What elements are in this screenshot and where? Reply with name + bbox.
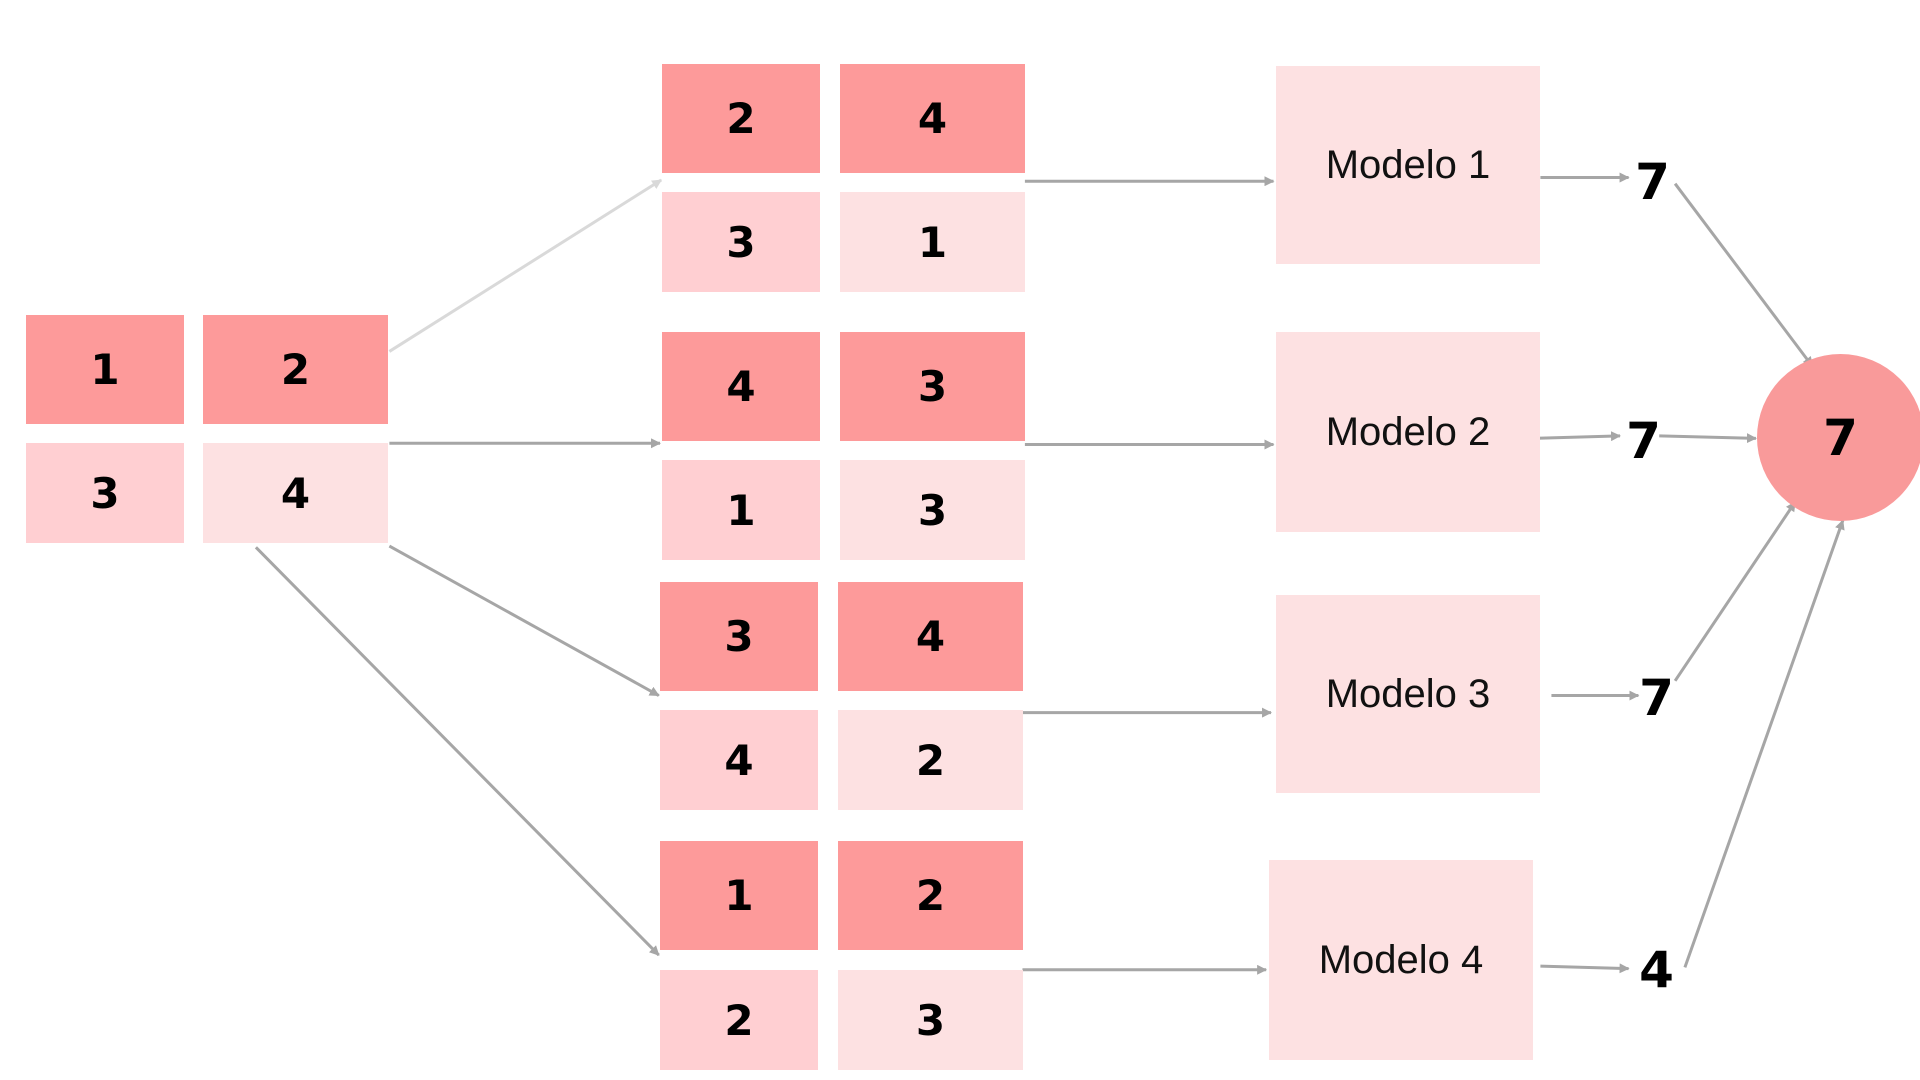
sample-1-cell-3: 3 xyxy=(662,192,820,292)
sample-3-cell-2: 4 xyxy=(838,582,1023,691)
model-1-prediction: 7 xyxy=(1635,152,1670,211)
final-prediction: 7 xyxy=(1757,354,1920,521)
sample-3-cell-4: 2 xyxy=(838,710,1023,810)
sample-4-cell-1: 1 xyxy=(660,841,818,950)
source-cell-1: 1 xyxy=(26,315,184,424)
arrow-model-4-to-prediction xyxy=(1540,963,1630,974)
model-3-prediction: 7 xyxy=(1639,668,1674,727)
arrow-prediction-2-to-final xyxy=(1659,433,1757,444)
arrow-source-to-sample-3 xyxy=(388,544,660,697)
sample-3-cell-3: 4 xyxy=(660,710,818,810)
model-2-prediction: 7 xyxy=(1626,411,1661,470)
model-box-3: Modelo 3 xyxy=(1276,595,1540,793)
arrow-source-to-sample-1 xyxy=(388,178,663,353)
sample-2-cell-3: 1 xyxy=(662,460,820,560)
model-box-1: Modelo 1 xyxy=(1276,66,1540,264)
arrow-prediction-1-to-final xyxy=(1673,182,1814,368)
sample-2-cell-4: 3 xyxy=(840,460,1025,560)
arrow-prediction-4-to-final xyxy=(1683,519,1845,968)
sample-2-cell-1: 4 xyxy=(662,332,820,441)
arrow-source-to-sample-4 xyxy=(254,546,660,957)
sample-4-cell-3: 2 xyxy=(660,970,818,1070)
arrow-model-2-to-prediction xyxy=(1533,431,1621,442)
sample-3-cell-1: 3 xyxy=(660,582,818,691)
sample-1-cell-4: 1 xyxy=(840,192,1025,292)
source-cell-2: 2 xyxy=(203,315,388,424)
sample-4-cell-4: 3 xyxy=(838,970,1023,1070)
source-cell-4: 4 xyxy=(203,443,388,543)
sample-1-cell-2: 4 xyxy=(840,64,1025,173)
model-box-4: Modelo 4 xyxy=(1269,860,1533,1060)
model-4-prediction: 4 xyxy=(1639,940,1674,999)
sample-1-cell-1: 2 xyxy=(662,64,820,173)
arrow-prediction-3-to-final xyxy=(1673,501,1797,682)
sample-2-cell-2: 3 xyxy=(840,332,1025,441)
source-cell-3: 3 xyxy=(26,443,184,543)
model-box-2: Modelo 2 xyxy=(1276,332,1540,532)
sample-4-cell-2: 2 xyxy=(838,841,1023,950)
